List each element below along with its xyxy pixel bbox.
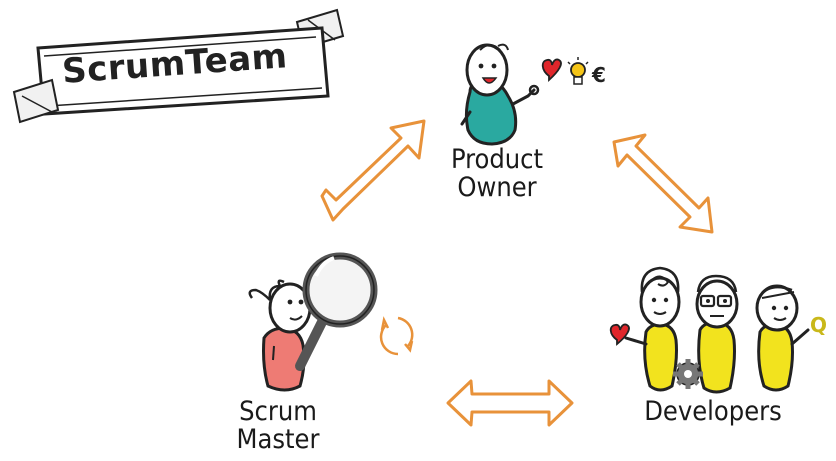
developer-figure-right: [755, 284, 810, 392]
title-banner: [12, 8, 345, 124]
arrow-po-sm: [320, 119, 426, 222]
scrum-master-label: Scrum Master: [228, 396, 328, 456]
product-owner-label-line1: Product: [450, 144, 544, 175]
product-owner-label-line2: Owner: [457, 172, 537, 204]
product-owner-label: Product Owner: [432, 144, 562, 204]
q-icon: Q: [810, 313, 827, 337]
arrow-sm-dev: [446, 379, 574, 427]
scrum-master-label-line2: Master: [236, 424, 320, 456]
tape-bottom-left: [12, 78, 60, 124]
developers-label: Developers: [644, 396, 782, 427]
heart-icon: [541, 58, 562, 83]
magnifying-glass-icon: [295, 252, 378, 371]
developer-figure-left: [624, 266, 681, 392]
cycle-icon: [379, 316, 414, 356]
euro-icon: €: [591, 63, 606, 87]
developer-figure-middle: [695, 274, 739, 394]
heart-icon-developers: [609, 323, 630, 346]
product-owner-figure: [460, 43, 540, 146]
gear-icon: [673, 359, 703, 389]
arrow-po-dev: [612, 133, 714, 234]
scrum-master-figure: [248, 279, 312, 392]
scrum-master-label-line1: Scrum: [239, 396, 317, 427]
lightbulb-icon: [567, 57, 589, 85]
